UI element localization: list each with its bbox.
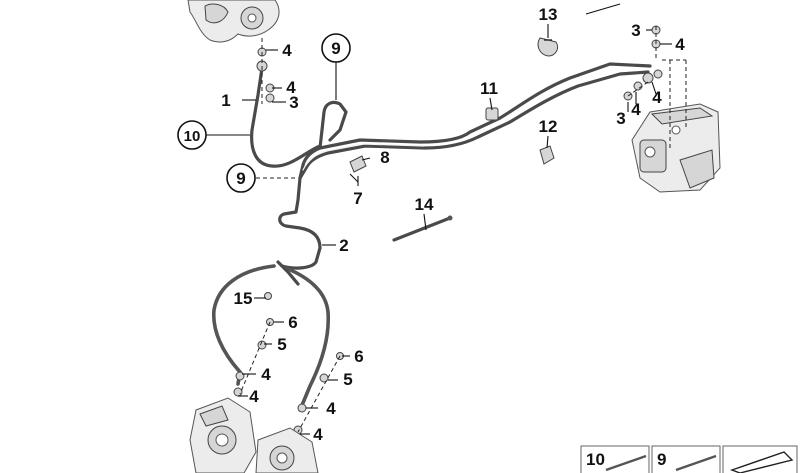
hydraulic-unit: [631, 103, 721, 193]
leader-lines: [206, 3, 687, 435]
svg-text:10: 10: [184, 128, 201, 145]
callout-4-upper-b: 4: [286, 78, 296, 97]
circled-callout-10: 10: [177, 120, 207, 150]
rear-left-caliper: [189, 397, 257, 473]
callout-8: 8: [380, 148, 389, 167]
callout-11: 11: [480, 79, 498, 98]
callout-5-right: 5: [343, 370, 352, 389]
legend-symbol-icon: [729, 451, 794, 473]
brake-pipe-descending: [278, 176, 322, 270]
callout-2: 2: [339, 236, 348, 255]
callout-3-unit-top: 3: [631, 21, 640, 40]
legend-label-9: 9: [657, 450, 666, 469]
callout-1: 1: [221, 91, 230, 110]
callout-6-left: 6: [288, 313, 297, 332]
circled-callout-9-mid: 9: [226, 163, 256, 193]
svg-text:9: 9: [331, 39, 340, 58]
clip-13: [537, 37, 559, 57]
callout-4-rear-b: 4: [249, 387, 259, 406]
callout-3-upper: 3: [289, 93, 298, 112]
callout-4-upper-a: 4: [282, 41, 292, 60]
brake-pipe-main: [298, 62, 652, 180]
svg-text:9: 9: [236, 169, 245, 188]
brake-line-14: [392, 216, 452, 242]
circled-callout-9-top: 9: [321, 33, 351, 63]
callout-4-rear-c: 4: [326, 399, 336, 418]
callout-labels: 1 2 3 3 3 4 4 4 4 4 4 4 4 4 5 5 6 6 7 8 …: [221, 5, 685, 444]
callout-4-unit-b: 4: [652, 88, 662, 107]
clip-12: [539, 145, 555, 165]
rear-brake-hoses: [211, 260, 331, 412]
callout-3-unit-low: 3: [616, 109, 625, 128]
legend: 10 9: [580, 445, 798, 473]
line-14-end: [447, 215, 453, 221]
callout-4-unit-a: 4: [675, 35, 685, 54]
callout-7: 7: [353, 189, 362, 208]
callout-15: 15: [234, 289, 253, 308]
callout-4-rear-a: 4: [261, 365, 271, 384]
brake-line-10: [250, 66, 322, 168]
callout-6-right: 6: [354, 347, 363, 366]
front-left-component: [187, 0, 280, 43]
legend-label-10: 10: [586, 450, 605, 469]
callout-5-left: 5: [277, 335, 286, 354]
rear-right-caliper: [255, 427, 319, 473]
callout-4-rear-d: 4: [313, 425, 323, 444]
callout-4-unit-c: 4: [631, 100, 641, 119]
callout-12: 12: [539, 117, 558, 136]
callout-14: 14: [415, 195, 434, 214]
callout-13: 13: [539, 5, 558, 24]
